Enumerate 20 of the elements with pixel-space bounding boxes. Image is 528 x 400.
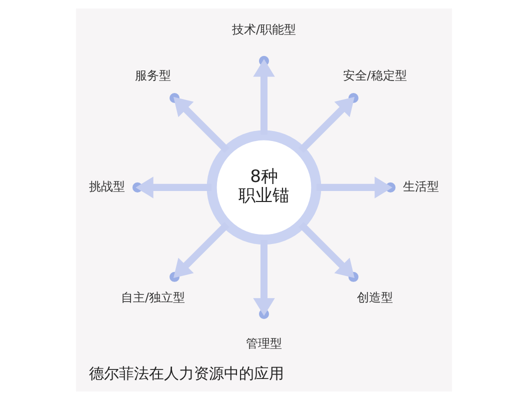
node-circle (348, 92, 358, 103)
node-circle (132, 182, 142, 192)
node-label: 创造型 (356, 290, 393, 304)
node-circle (170, 92, 180, 103)
node-label: 技术/职能型 (232, 22, 296, 37)
node-label: 安全/稳定型 (342, 68, 407, 83)
node-circle: 8种 职业锚 (206, 130, 322, 245)
node-circle (258, 308, 270, 319)
node-label: 服务型 (135, 68, 172, 83)
node-circle (170, 272, 180, 282)
arrow (298, 222, 355, 278)
node-circle (348, 272, 358, 282)
node-circle (258, 56, 270, 66)
arrow (173, 222, 230, 278)
node-label: 挑战型 (89, 180, 126, 194)
node-label: 自主/独立型 (121, 290, 186, 304)
node-label: 管理型 (246, 336, 282, 350)
node-label: 生活型 (402, 180, 439, 194)
node-circle (386, 182, 396, 192)
caption: 德尔菲法在人力资源中的应用 (88, 364, 284, 382)
